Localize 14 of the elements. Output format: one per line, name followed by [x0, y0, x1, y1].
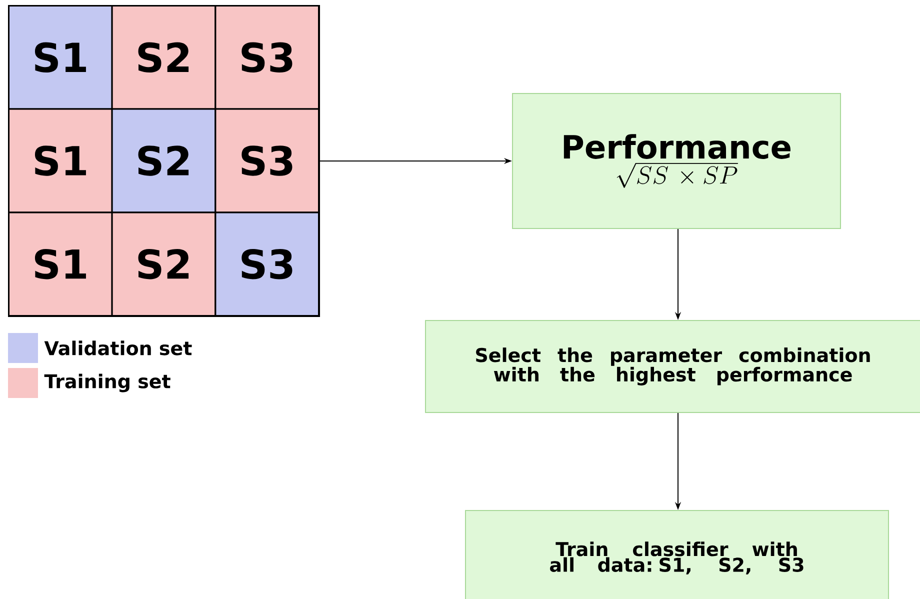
- grid-cell: S2: [111, 108, 216, 214]
- grid-cell: S2: [111, 212, 216, 316]
- grid-cell: S1: [8, 212, 113, 316]
- grid-cell: S1: [8, 108, 113, 214]
- grid-cell: S3: [214, 5, 320, 110]
- performance-box: Performance $\sqrt{SS\ \times SP}$: [512, 93, 841, 229]
- grid-cell: S3: [214, 108, 320, 214]
- process-box: Train classifier with all data: S1, S2, S3: [465, 510, 889, 599]
- process-box: Select the parameter combination with the highest performance: [425, 320, 920, 413]
- legend-label: Training set: [44, 374, 170, 392]
- grid-cell: S3: [214, 212, 320, 316]
- grid-cell: S1: [8, 5, 113, 110]
- grid-cell: S2: [111, 5, 216, 110]
- legend-label: Validation set: [44, 340, 192, 356]
